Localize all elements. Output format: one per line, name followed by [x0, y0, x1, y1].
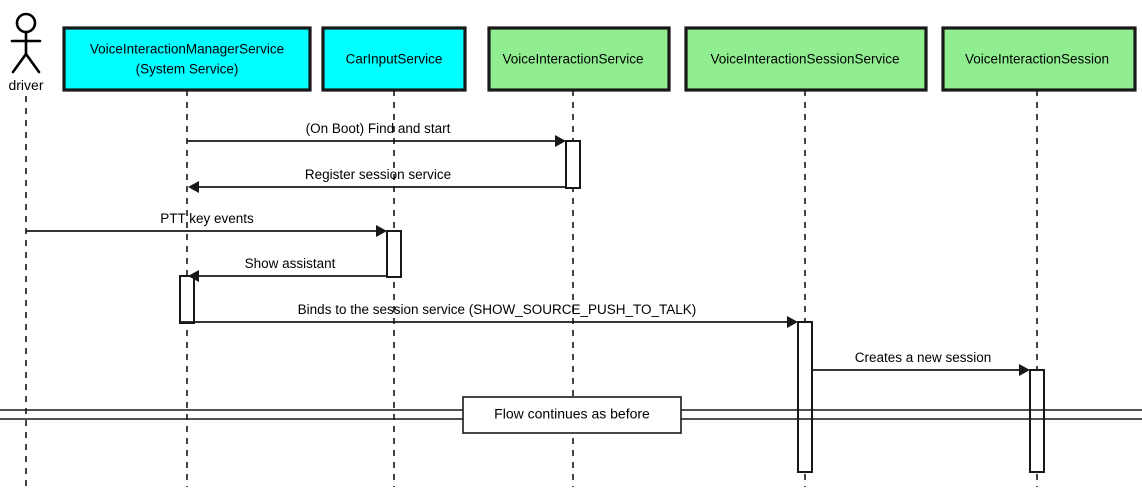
- participant-label-vise: VoiceInteractionSession: [965, 52, 1109, 67]
- lifelines-group: [25, 90, 1038, 487]
- message-label: Show assistant: [245, 256, 336, 271]
- activation-bar-vis: [565, 140, 581, 189]
- actor-label: driver: [8, 77, 43, 93]
- divider-note-box: [462, 396, 682, 434]
- message-arrowhead: [376, 225, 387, 237]
- message-label: PTT key events: [160, 211, 254, 226]
- actor-driver[interactable]: driver: [8, 12, 44, 93]
- message-m6[interactable]: Creates a new session: [813, 350, 1030, 376]
- message-m4[interactable]: Show assistant: [188, 256, 387, 282]
- activations-group: [179, 140, 1045, 473]
- participant-box-vims[interactable]: [62, 26, 312, 92]
- activation-bar-viss: [797, 321, 813, 473]
- participant-label-vis: VoiceInteractionService: [502, 52, 643, 67]
- actor-head-icon: [15, 12, 37, 34]
- participant-box-viss[interactable]: [684, 26, 928, 92]
- activation-bar-vise: [1029, 369, 1045, 473]
- participant-sublabel-vims: (System Service): [136, 62, 239, 77]
- divider-note-label: Flow continues as before: [494, 406, 650, 422]
- message-arrowhead: [188, 270, 199, 282]
- message-label: Register session service: [305, 167, 451, 182]
- participant-box-cis[interactable]: [321, 26, 467, 92]
- message-arrowhead: [188, 181, 199, 193]
- participant-label-viss: VoiceInteractionSessionService: [710, 52, 899, 67]
- activation-bar-cis: [386, 230, 402, 278]
- message-arrowhead: [555, 135, 566, 147]
- participant-label-vims: VoiceInteractionManagerService: [90, 42, 284, 57]
- message-m2[interactable]: Register session service: [188, 167, 566, 193]
- message-arrowhead: [1019, 364, 1030, 376]
- message-label: (On Boot) Find and start: [306, 121, 451, 136]
- participants-group: VoiceInteractionManagerService (System Se…: [62, 26, 1137, 92]
- message-m3[interactable]: PTT key events: [26, 211, 387, 237]
- actor-leg-left-icon: [11, 52, 28, 74]
- participant-label-cis: CarInputService: [346, 52, 443, 67]
- message-m1[interactable]: (On Boot) Find and start: [187, 121, 566, 147]
- message-arrowhead: [787, 316, 798, 328]
- divider-group: Flow continues as before: [0, 396, 1142, 434]
- activation-bar-vims: [179, 275, 195, 324]
- message-label: Creates a new session: [855, 350, 992, 365]
- participant-box-vis[interactable]: [487, 26, 671, 92]
- message-m5[interactable]: Binds to the session service (SHOW_SOURC…: [180, 302, 798, 328]
- message-label: Binds to the session service (SHOW_SOURC…: [298, 302, 697, 317]
- actor-leg-right-icon: [24, 52, 41, 74]
- participant-box-vise[interactable]: [941, 26, 1137, 92]
